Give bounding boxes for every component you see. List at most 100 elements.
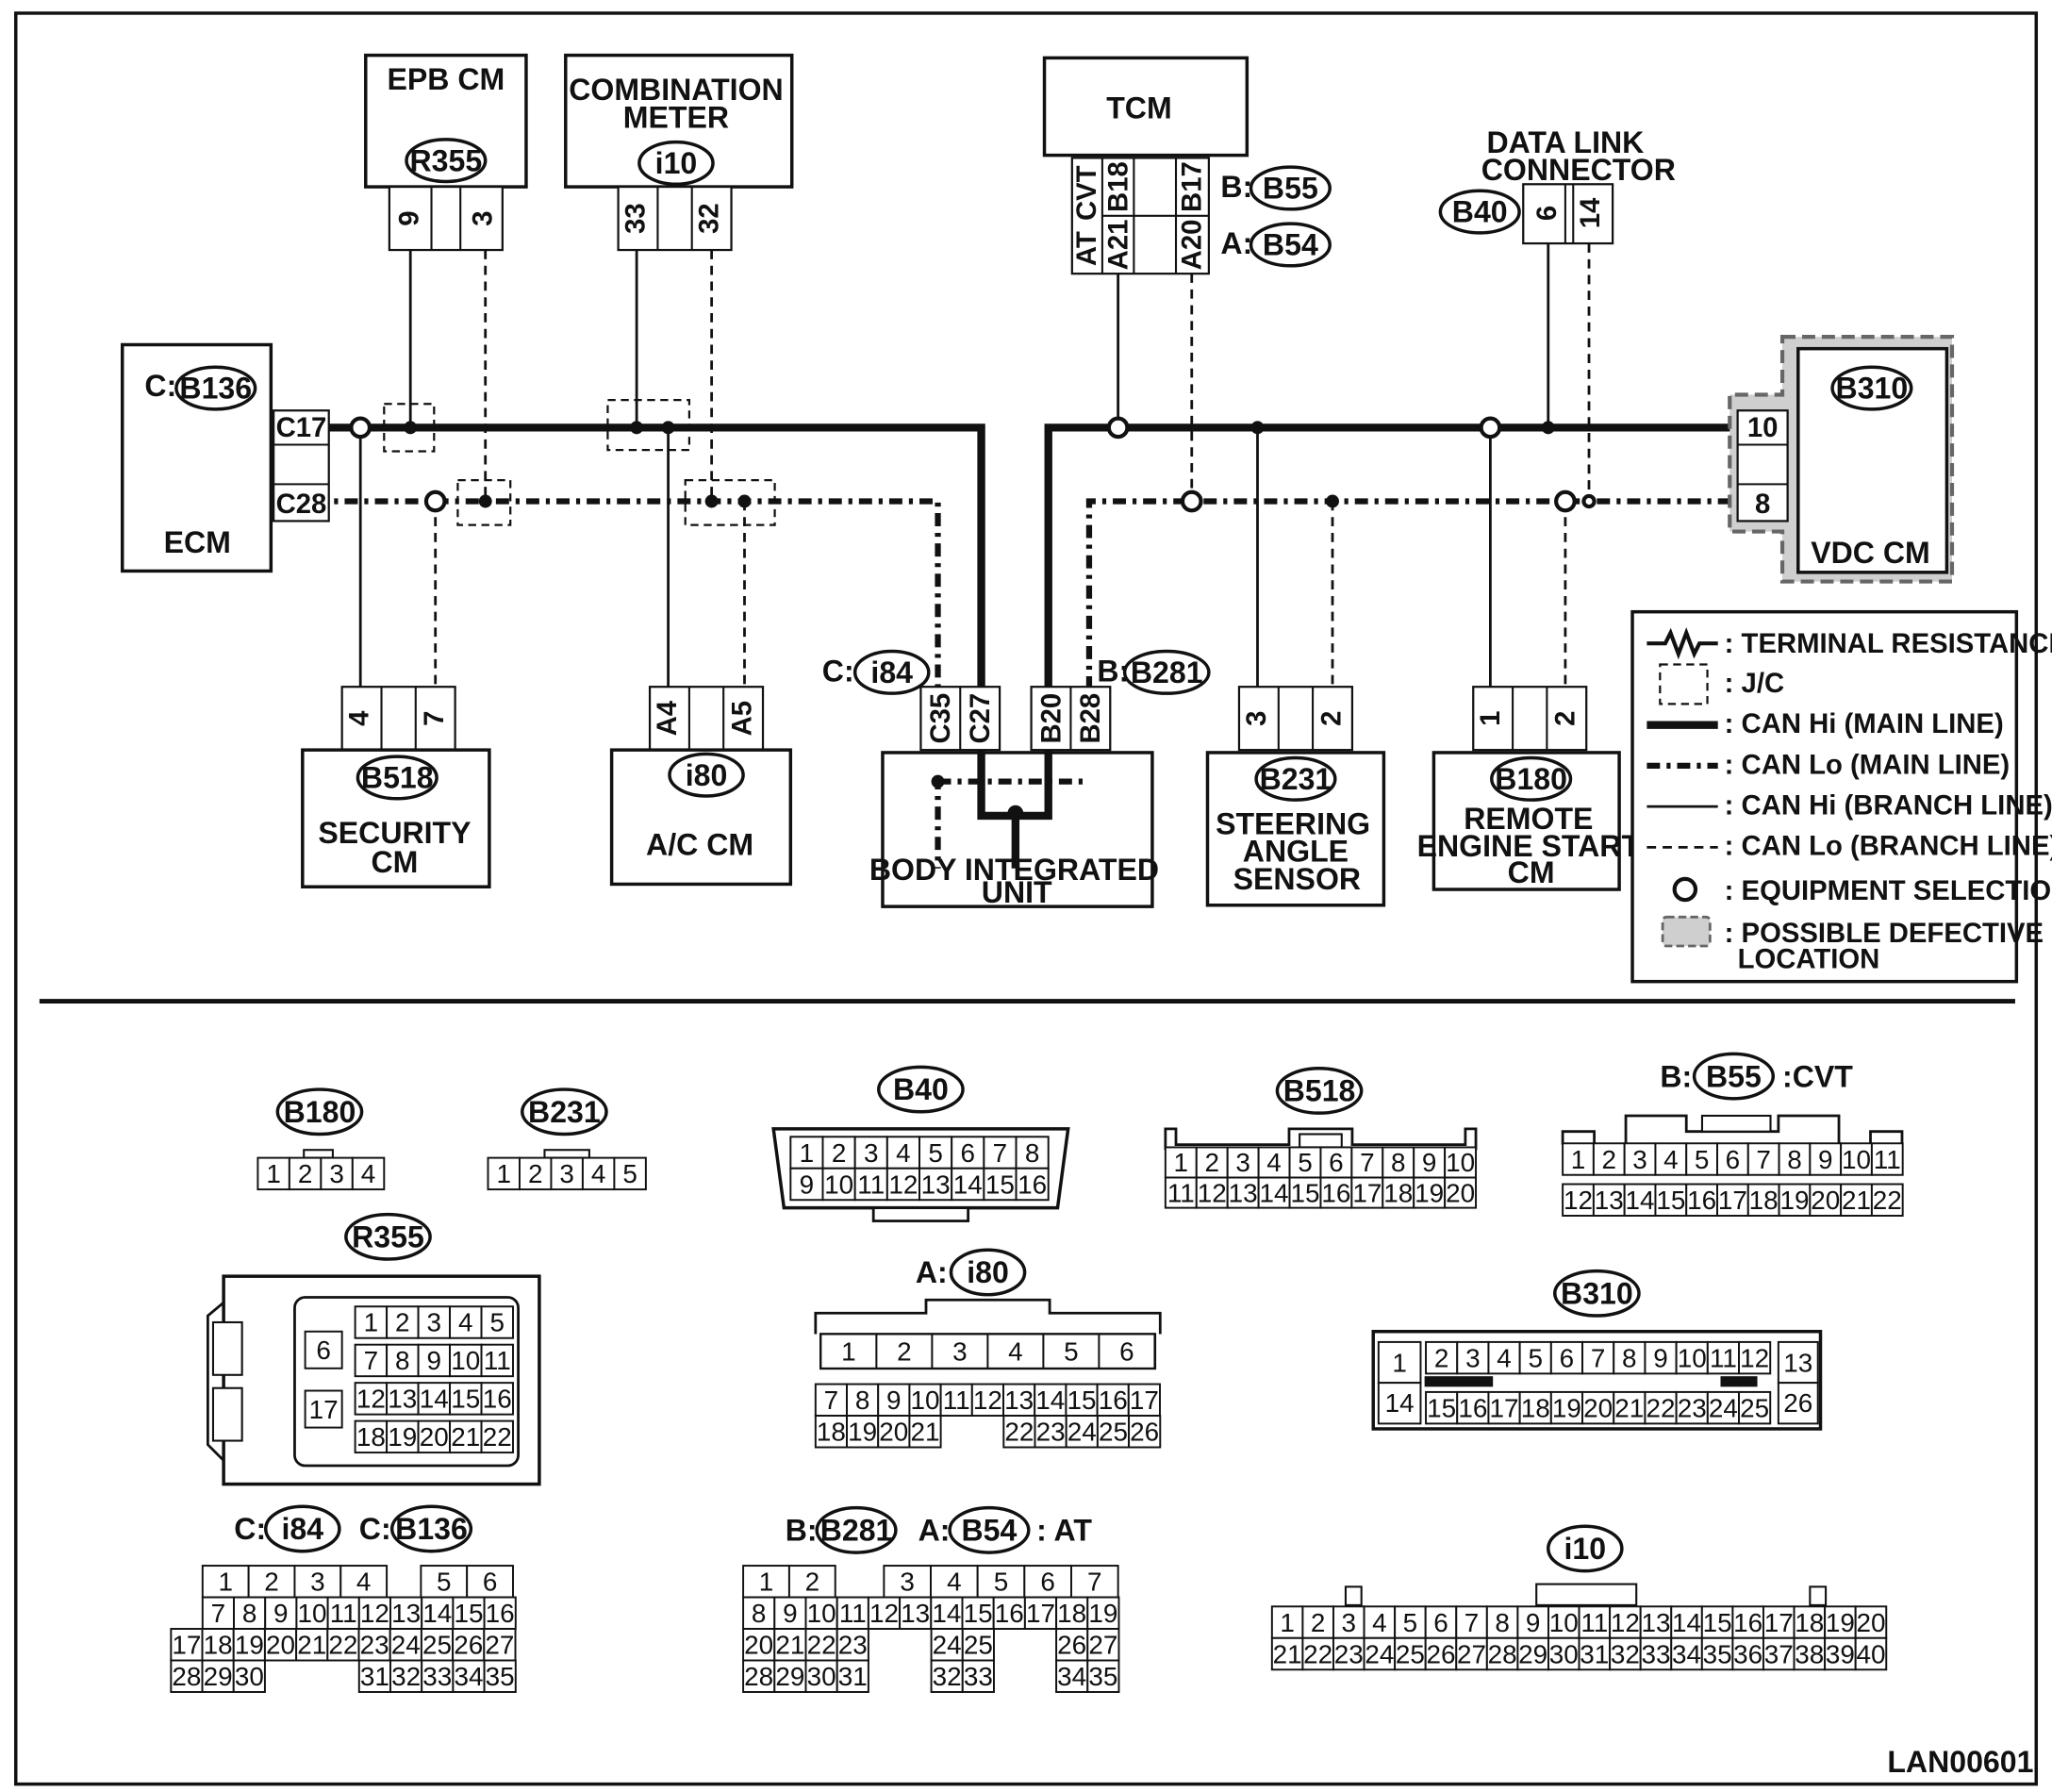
legend-can-hi-branch: : CAN Hi (BRANCH LINE) (1725, 790, 2052, 821)
b310-left-cell (1377, 1382, 1422, 1425)
i10-cell (1363, 1605, 1397, 1639)
tcm-prefix-b: B: (1220, 170, 1252, 204)
remote-engine-start-cm: 1 2 B180 REMOTE ENGINE START CM (1417, 686, 1640, 891)
b310-cell-label: 16 (1458, 1393, 1487, 1422)
r355-cell-label: 1 (364, 1308, 379, 1337)
i84-cell-label: 27 (485, 1631, 514, 1660)
i10-cell-label: 8 (1495, 1608, 1510, 1637)
i80-cell-label: 16 (1099, 1385, 1128, 1415)
b281-cell-label: 23 (838, 1631, 868, 1660)
i10-cell (1854, 1605, 1888, 1639)
r355-side-cell (304, 1330, 343, 1369)
b55-cell-label: 5 (1695, 1145, 1710, 1174)
i80-cell-label: 20 (879, 1418, 908, 1447)
steering-title-1: STEERING (1216, 806, 1370, 840)
conn-b40-label: B40 (893, 1072, 949, 1106)
r355-cell (480, 1343, 514, 1378)
tcm-title: TCM (1106, 91, 1171, 125)
r355-cell (354, 1382, 389, 1416)
i84-cell (357, 1659, 391, 1693)
b40-cell-label: 8 (1025, 1138, 1040, 1168)
legend-jc: : J/C (1725, 668, 1784, 699)
b310-cell (1549, 1390, 1584, 1425)
b40-cell (821, 1167, 856, 1202)
b310-cell (1456, 1340, 1490, 1375)
b281-cell (992, 1596, 1026, 1630)
i84-cell (232, 1659, 266, 1693)
b310-left-cell-label: 14 (1385, 1388, 1415, 1418)
tcm-pin-b17: B17 (1177, 161, 1208, 212)
data-link-connector: DATA LINK CONNECTOR B40 6 14 (1438, 125, 1676, 245)
b310-cell (1425, 1340, 1459, 1375)
b310-cell-label: 4 (1497, 1343, 1512, 1372)
conn-i80-prefix: A: (916, 1255, 948, 1289)
steering-code: B231 (1260, 762, 1332, 796)
b55-cell (1562, 1183, 1595, 1217)
i10-cell-label: 27 (1457, 1639, 1486, 1668)
i80-cell-label: 23 (1036, 1418, 1066, 1447)
i84-cell-label: 8 (242, 1599, 257, 1628)
b55-cell-label: 17 (1718, 1186, 1747, 1215)
r355-cell (417, 1419, 452, 1454)
i80-cell-label: 17 (1130, 1385, 1159, 1415)
i80-cell (1065, 1415, 1099, 1449)
security-title-1: SECURITY (318, 816, 471, 850)
b281-cell-label: 35 (1088, 1662, 1117, 1691)
conn-b136-label: B136 (395, 1512, 468, 1546)
b231-cell (613, 1156, 647, 1191)
b231-cell (518, 1156, 553, 1191)
i10-cell (1731, 1605, 1764, 1639)
b310-cell-label: 12 (1740, 1343, 1769, 1372)
b55-cell-label: 7 (1756, 1145, 1771, 1174)
can-hi-main-line-right (1044, 423, 1855, 751)
i80-cell (1002, 1415, 1036, 1449)
i84-cell (421, 1659, 455, 1693)
r355-cell-label: 20 (420, 1422, 449, 1452)
r355-cell (386, 1382, 420, 1416)
i84-cell (389, 1596, 423, 1630)
b518-cell (1413, 1176, 1447, 1209)
i10-cell-label: 29 (1518, 1639, 1547, 1668)
conn-b281-prefix: B: (786, 1514, 818, 1548)
r355-cell-label: 19 (388, 1422, 417, 1452)
legend-terminal-resistance-symbol (1647, 627, 1718, 660)
i84-cell-label: 34 (454, 1662, 483, 1691)
b518-cell-label: 7 (1360, 1148, 1375, 1177)
b281-cell (1023, 1596, 1058, 1630)
b518-cell-label: 11 (1167, 1178, 1195, 1207)
i80-cell-label: 25 (1099, 1418, 1128, 1447)
can-lo-main-line-right (1085, 498, 1855, 751)
b518-cell-label: 2 (1204, 1148, 1219, 1177)
conn-b180-label: B180 (284, 1095, 356, 1129)
b310-cell-label: 10 (1678, 1343, 1707, 1372)
b518-cell-label: 10 (1446, 1148, 1475, 1177)
i80-cell (939, 1383, 973, 1418)
b281-cell-label: 20 (744, 1631, 773, 1660)
b518-cell-label: 18 (1383, 1178, 1413, 1207)
i10-cell-label: 36 (1733, 1639, 1762, 1668)
b281-cell (1055, 1596, 1089, 1630)
i84-cell-label: 14 (422, 1599, 452, 1628)
r355-cell (386, 1343, 420, 1378)
biu-title-2: UNIT (982, 875, 1052, 909)
ecm: C: B136 ECM C17 C28 (120, 342, 330, 573)
jc-box-ac (684, 479, 776, 526)
i84-cell (170, 1628, 204, 1662)
conn-i84-prefix: C: (234, 1512, 266, 1546)
i80-cell (1034, 1383, 1067, 1418)
legend-terminal-resistance: : TERMINAL RESISTANCE (1725, 628, 2052, 659)
conn-b55-prefix: B: (1660, 1059, 1692, 1093)
b281-cell-label: 21 (775, 1631, 804, 1660)
jc-box-security (456, 479, 512, 526)
i10-cell-label: 14 (1672, 1608, 1701, 1637)
tcm: TCM ATCVT B18 A21 B17 A20 B: B55 A: B54 (1042, 56, 1332, 275)
legend-can-lo-main: : CAN Lo (MAIN LINE) (1725, 749, 2011, 780)
b281-cell-label: 14 (932, 1599, 961, 1628)
vdc-code: B310 (1836, 372, 1909, 406)
i84-cell-label: 22 (328, 1631, 357, 1660)
b281-cell-label: 3 (900, 1568, 915, 1597)
i80-cell (846, 1383, 880, 1418)
i80-cell-label: 11 (943, 1385, 970, 1415)
i10-cell-label: 38 (1795, 1639, 1824, 1668)
